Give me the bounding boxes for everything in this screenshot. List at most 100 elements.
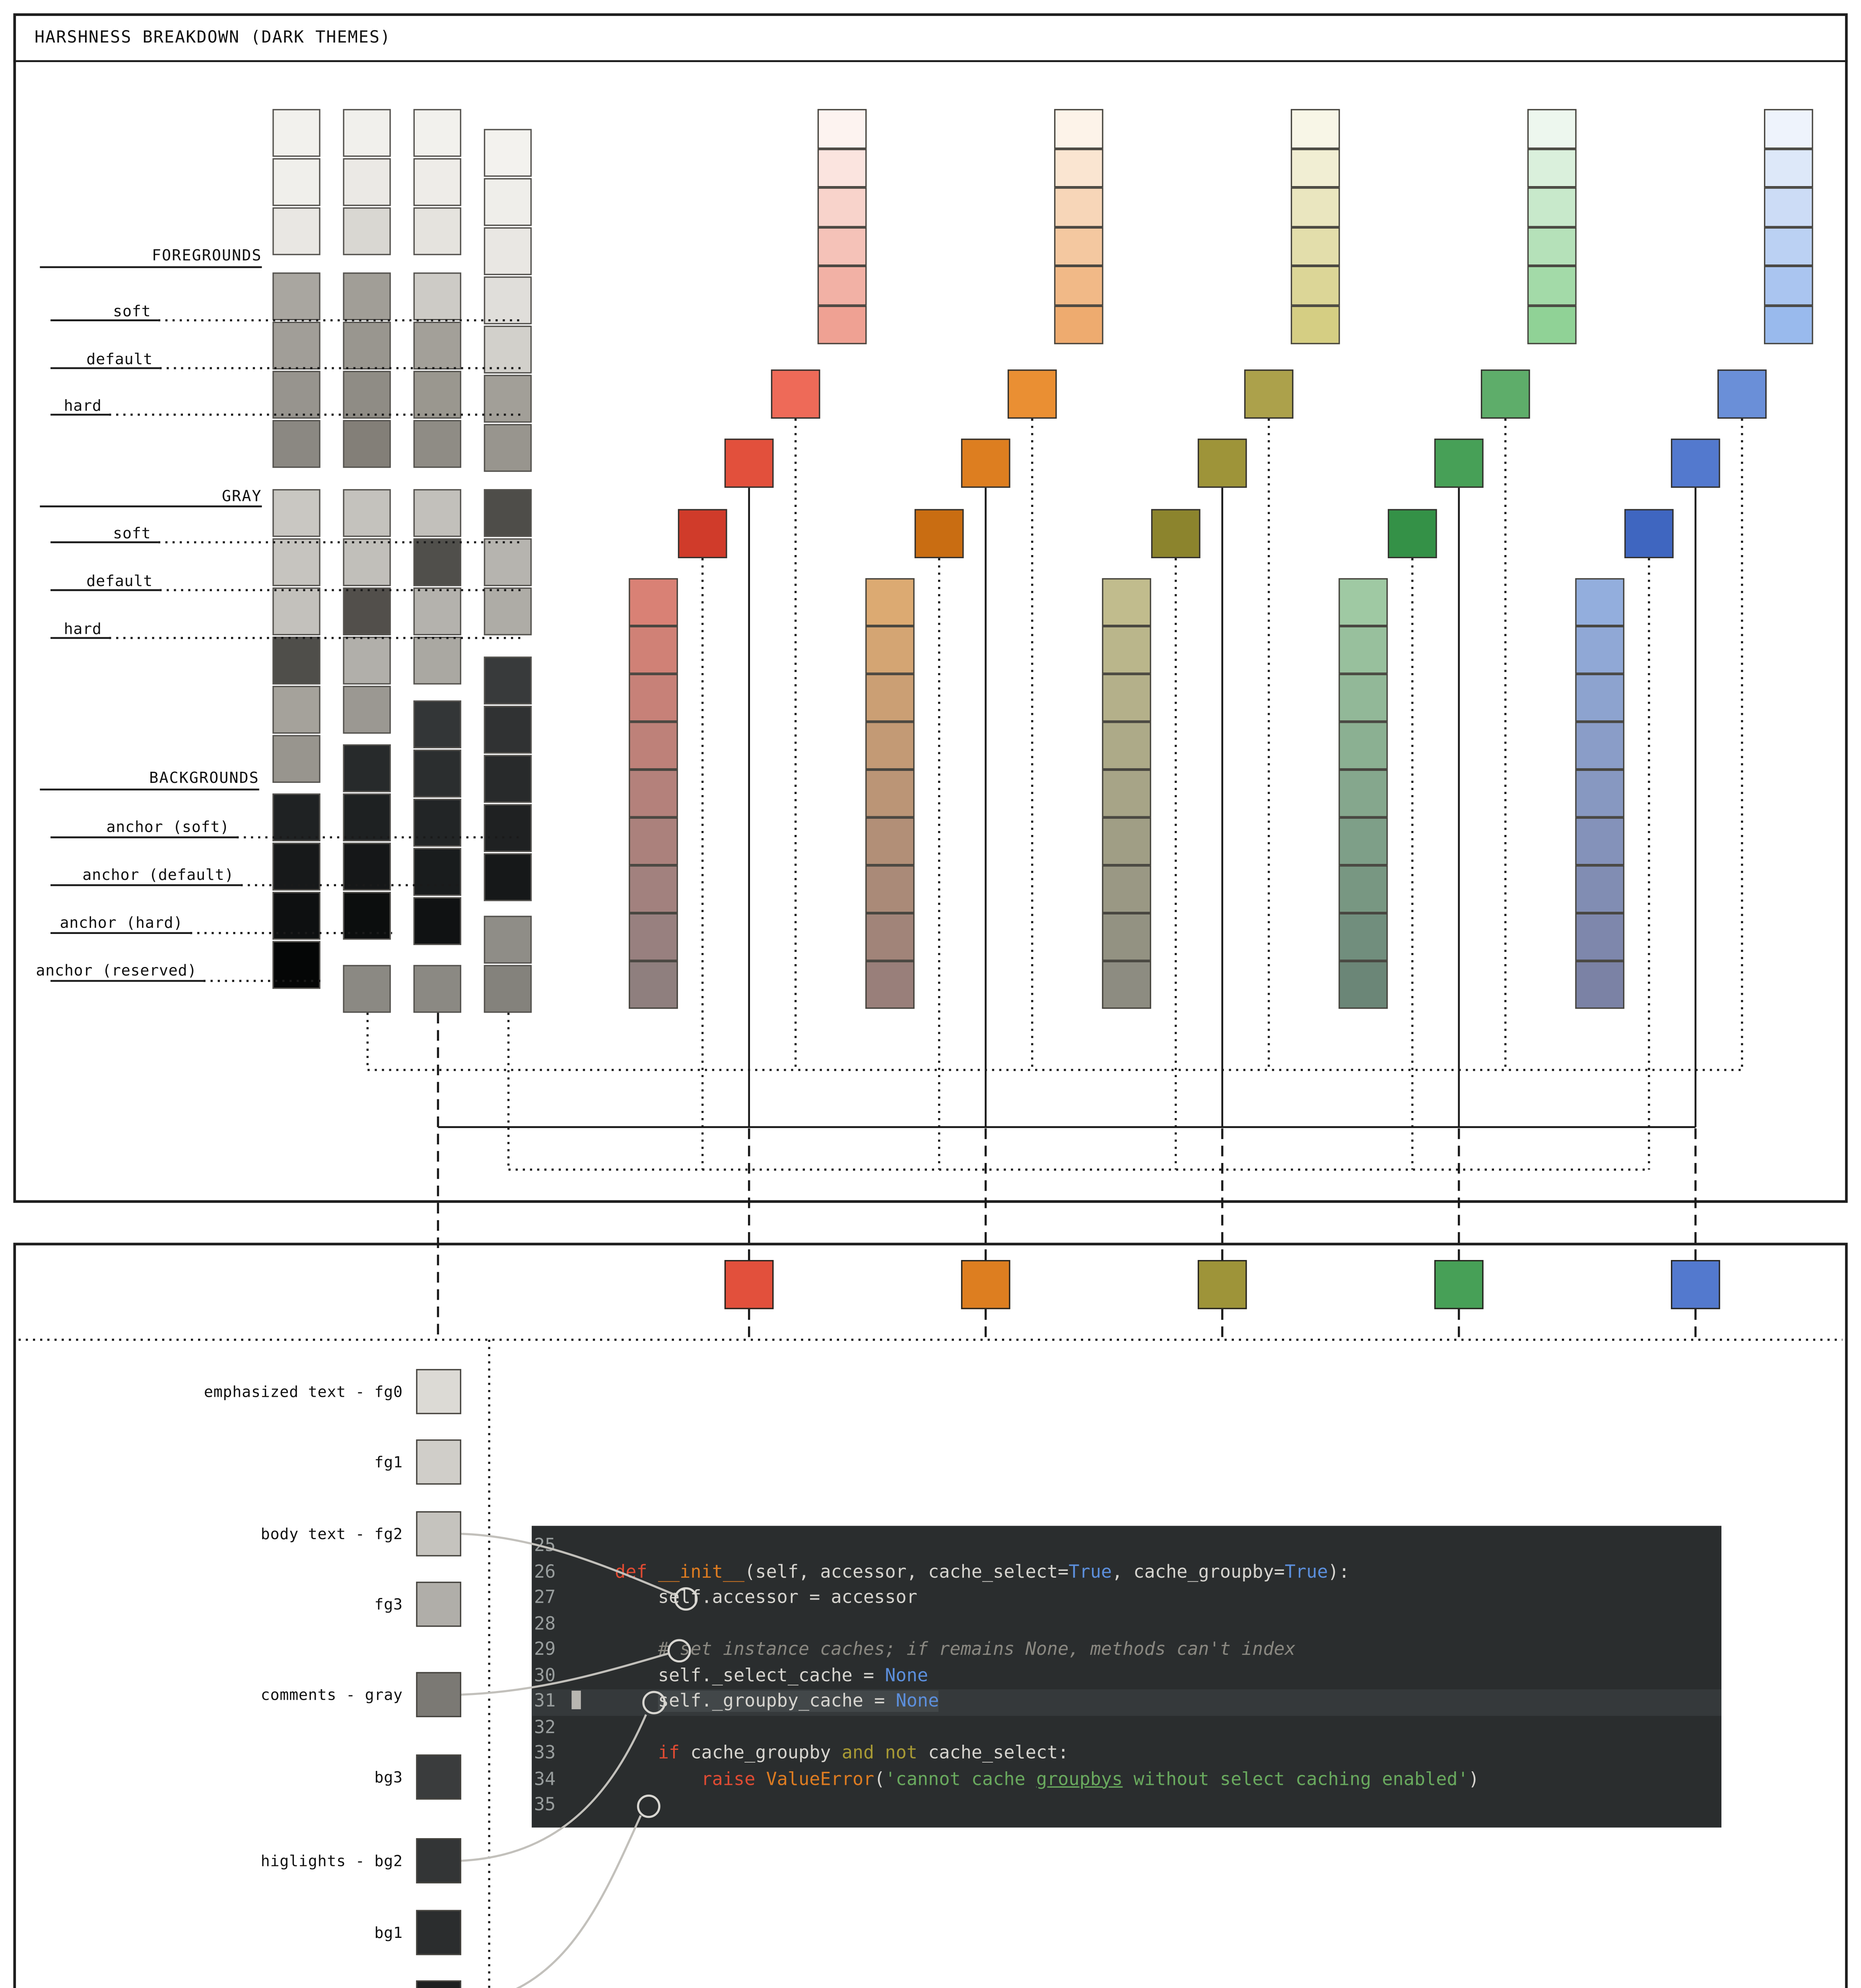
red-hard-swatch bbox=[678, 509, 727, 558]
green-shade-swatch bbox=[1338, 865, 1388, 913]
code-token: True bbox=[1068, 1561, 1112, 1582]
legend-label: emphasized text - fg0 bbox=[204, 1382, 403, 1401]
blue-shade-swatch bbox=[1575, 722, 1624, 770]
green-shade-swatch bbox=[1338, 722, 1388, 770]
gray-swatch bbox=[272, 941, 321, 989]
gray-swatch bbox=[413, 420, 461, 468]
red-shade-swatch bbox=[629, 961, 678, 1009]
blue-shade-swatch bbox=[1575, 961, 1624, 1009]
code-token: not bbox=[885, 1742, 918, 1764]
olive-shade-swatch bbox=[1102, 769, 1151, 817]
code-line-text: raise ValueError('cannot cache groupbys … bbox=[571, 1767, 1479, 1793]
section-label: hard bbox=[64, 619, 102, 638]
gray-swatch bbox=[413, 700, 461, 749]
gray-swatch bbox=[272, 685, 321, 734]
code-token: ) bbox=[1468, 1768, 1479, 1790]
gray-swatch bbox=[343, 207, 391, 255]
section-label: default bbox=[86, 571, 153, 590]
orange-accent-swatch bbox=[961, 1260, 1010, 1309]
gray-swatch bbox=[484, 538, 532, 586]
gray-swatch bbox=[272, 420, 321, 468]
blue-default-swatch bbox=[1671, 439, 1720, 488]
green-shade-swatch bbox=[1338, 769, 1388, 817]
gray-swatch bbox=[343, 109, 391, 157]
orange-shade-swatch bbox=[865, 913, 915, 961]
gray-swatch bbox=[343, 685, 391, 734]
orange-tint-swatch bbox=[1054, 187, 1103, 227]
gray-swatch bbox=[343, 489, 391, 537]
legend-swatch bbox=[416, 1369, 461, 1414]
blue-tint-swatch bbox=[1764, 148, 1813, 188]
green-hard-swatch bbox=[1387, 509, 1437, 558]
red-tint-swatch bbox=[817, 305, 867, 344]
green-shade-swatch bbox=[1338, 961, 1388, 1009]
gray-swatch bbox=[343, 843, 391, 891]
gray-swatch bbox=[343, 965, 391, 1013]
gray-swatch bbox=[413, 538, 461, 586]
code-line: 32 bbox=[532, 1715, 1721, 1741]
olive-accent-swatch bbox=[1197, 1260, 1247, 1309]
code-line-number: 35 bbox=[534, 1794, 556, 1816]
green-tint-swatch bbox=[1527, 266, 1577, 305]
blue-shade-swatch bbox=[1575, 913, 1624, 961]
blue-shade-swatch bbox=[1575, 769, 1624, 817]
red-tint-swatch bbox=[817, 148, 867, 188]
code-token: self.accessor = accessor bbox=[571, 1587, 917, 1608]
code-line-number: 27 bbox=[534, 1587, 556, 1608]
green-soft-swatch bbox=[1480, 369, 1530, 419]
section-label: hard bbox=[64, 396, 102, 415]
gray-swatch bbox=[413, 272, 461, 320]
olive-tint-swatch bbox=[1290, 266, 1340, 305]
green-shade-swatch bbox=[1338, 626, 1388, 674]
olive-hard-swatch bbox=[1151, 509, 1201, 558]
code-token bbox=[755, 1769, 766, 1790]
gray-swatch bbox=[343, 272, 391, 320]
red-soft-swatch bbox=[771, 369, 820, 419]
red-accent-swatch bbox=[724, 1260, 774, 1309]
code-line-text: if cache_groupby and not cache_select: bbox=[571, 1741, 1069, 1767]
gray-swatch bbox=[484, 916, 532, 964]
code-token: and bbox=[841, 1742, 874, 1764]
legend-swatch bbox=[416, 1838, 461, 1883]
blue-tint-swatch bbox=[1764, 305, 1813, 344]
legend-label: comments - gray bbox=[260, 1685, 403, 1704]
gray-swatch bbox=[484, 706, 532, 754]
code-token: , cache_groupby= bbox=[1112, 1561, 1285, 1582]
legend-swatch bbox=[416, 1439, 461, 1485]
code-line: 27 self.accessor = accessor bbox=[532, 1586, 1721, 1611]
green-tint-swatch bbox=[1527, 305, 1577, 344]
gray-swatch bbox=[484, 853, 532, 901]
code-token: groupbys bbox=[1036, 1768, 1123, 1790]
code-token: raise bbox=[701, 1768, 756, 1790]
code-token bbox=[874, 1742, 885, 1763]
gray-swatch bbox=[413, 587, 461, 635]
red-shade-swatch bbox=[629, 913, 678, 961]
legend-swatch bbox=[416, 1672, 461, 1717]
code-token bbox=[571, 1742, 658, 1763]
olive-shade-swatch bbox=[1102, 913, 1151, 961]
red-default-swatch bbox=[724, 439, 774, 488]
code-line-number: 34 bbox=[534, 1768, 556, 1790]
blue-shade-swatch bbox=[1575, 626, 1624, 674]
olive-tint-swatch bbox=[1290, 226, 1340, 266]
code-line: 35 bbox=[532, 1793, 1721, 1819]
section-label: anchor (default) bbox=[82, 865, 234, 884]
legend-swatch bbox=[416, 1910, 461, 1955]
gray-swatch bbox=[413, 749, 461, 798]
code-token bbox=[647, 1561, 658, 1582]
gray-swatch bbox=[484, 227, 532, 275]
orange-shade-swatch bbox=[865, 961, 915, 1009]
gray-swatch bbox=[343, 587, 391, 635]
olive-shade-swatch bbox=[1102, 961, 1151, 1009]
gray-swatch bbox=[343, 793, 391, 842]
red-tint-swatch bbox=[817, 187, 867, 227]
code-token: def bbox=[615, 1561, 647, 1582]
gray-swatch bbox=[343, 637, 391, 685]
legend-swatch bbox=[416, 1754, 461, 1800]
code-line-text: self._groupby_cache = None bbox=[571, 1689, 939, 1715]
section-label: anchor (soft) bbox=[106, 817, 230, 836]
code-token: self._groupby_cache = bbox=[658, 1691, 896, 1712]
code-line-number: 31 bbox=[534, 1691, 556, 1712]
gray-swatch bbox=[484, 129, 532, 177]
green-shade-swatch bbox=[1338, 913, 1388, 961]
